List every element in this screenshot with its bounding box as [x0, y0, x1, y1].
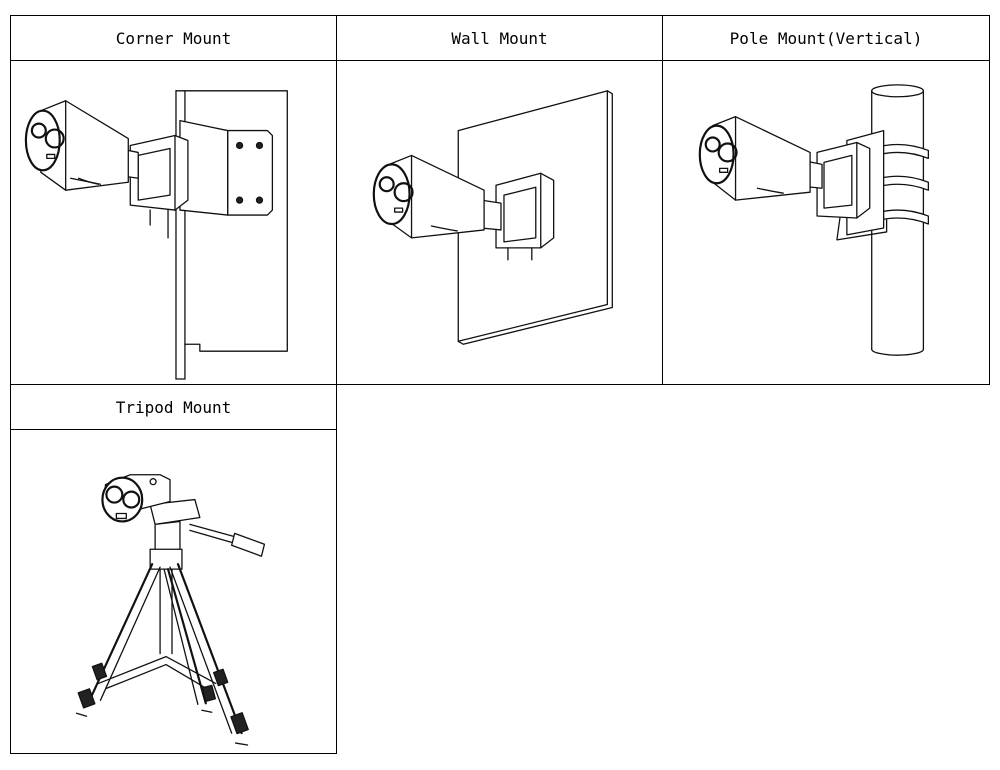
tripod-mount-illustration — [11, 430, 336, 753]
wall-mount-illustration — [337, 61, 662, 384]
corner-mount-drawing — [24, 90, 288, 380]
mount-cell-pole: Pole Mount(Vertical) — [662, 15, 990, 385]
mount-title-wall: Wall Mount — [337, 16, 662, 61]
mount-title-tripod: Tripod Mount — [11, 385, 336, 430]
mount-title-corner: Corner Mount — [11, 16, 336, 61]
mount-cell-tripod: Tripod Mount — [10, 384, 337, 754]
mount-cell-wall: Wall Mount — [336, 15, 663, 385]
mount-title-pole: Pole Mount(Vertical) — [663, 16, 989, 61]
corner-mount-illustration — [11, 61, 336, 384]
pole-mount-drawing — [698, 84, 930, 356]
wall-mount-drawing — [372, 90, 613, 345]
mount-cell-corner: Corner Mount — [10, 15, 337, 385]
tripod-mount-drawing — [75, 474, 266, 746]
pole-mount-illustration — [663, 61, 989, 384]
